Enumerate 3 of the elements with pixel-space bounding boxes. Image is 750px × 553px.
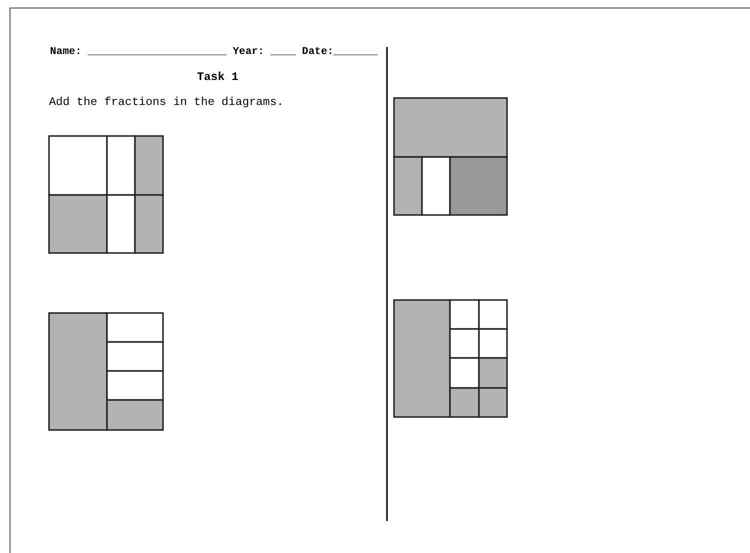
task-title: Task 1: [197, 71, 238, 84]
header-fields-line: Name: ______________________ Year: ____ Date:_______: [50, 46, 378, 58]
instruction-text: Add the fractions in the diagrams.: [49, 96, 284, 109]
